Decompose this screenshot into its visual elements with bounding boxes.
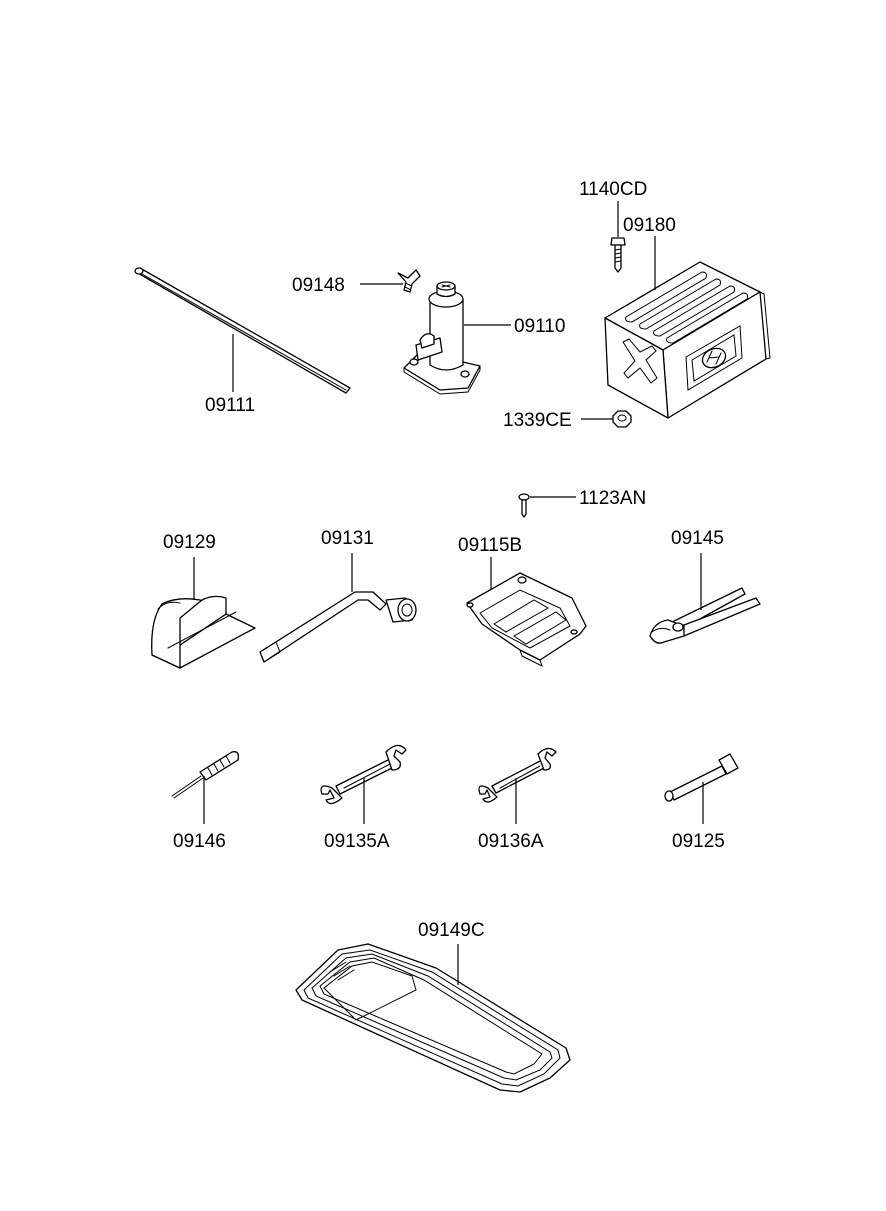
label-09148: 09148 [292, 275, 345, 296]
tool-tray[interactable] [295, 943, 571, 1093]
wheel-chock[interactable] [151, 595, 256, 669]
jack-bracket[interactable] [466, 572, 587, 667]
label-09149C: 09149C [418, 920, 485, 941]
lug-wrench[interactable] [259, 591, 417, 663]
label-09131: 09131 [321, 528, 374, 549]
jack-handle-rod[interactable] [134, 267, 351, 394]
small-screw[interactable] [518, 493, 530, 518]
label-09145: 09145 [671, 528, 724, 549]
nut[interactable] [612, 410, 632, 428]
label-09146: 09146 [173, 831, 226, 852]
label-09136A: 09136A [478, 831, 544, 852]
open-end-wrench-large[interactable] [320, 744, 407, 805]
label-1339CE: 1339CE [503, 410, 572, 431]
wing-screw[interactable] [397, 269, 421, 293]
bottle-jack[interactable] [403, 281, 481, 395]
label-09129: 09129 [163, 532, 216, 553]
screwdriver[interactable] [171, 751, 240, 799]
label-09115B: 09115B [458, 535, 522, 556]
extension-bar[interactable] [664, 753, 739, 802]
label-09180: 09180 [623, 215, 676, 236]
pliers[interactable] [649, 587, 761, 644]
tool-box[interactable] [604, 261, 771, 419]
label-09125: 09125 [672, 831, 725, 852]
label-09110: 09110 [514, 316, 565, 337]
bolt[interactable] [610, 237, 626, 273]
label-1140CD: 1140CD [579, 179, 647, 200]
label-09111: 09111 [205, 395, 255, 416]
label-09135A: 09135A [324, 831, 390, 852]
open-end-wrench-small[interactable] [478, 747, 557, 803]
label-1123AN: 1123AN [579, 488, 646, 509]
